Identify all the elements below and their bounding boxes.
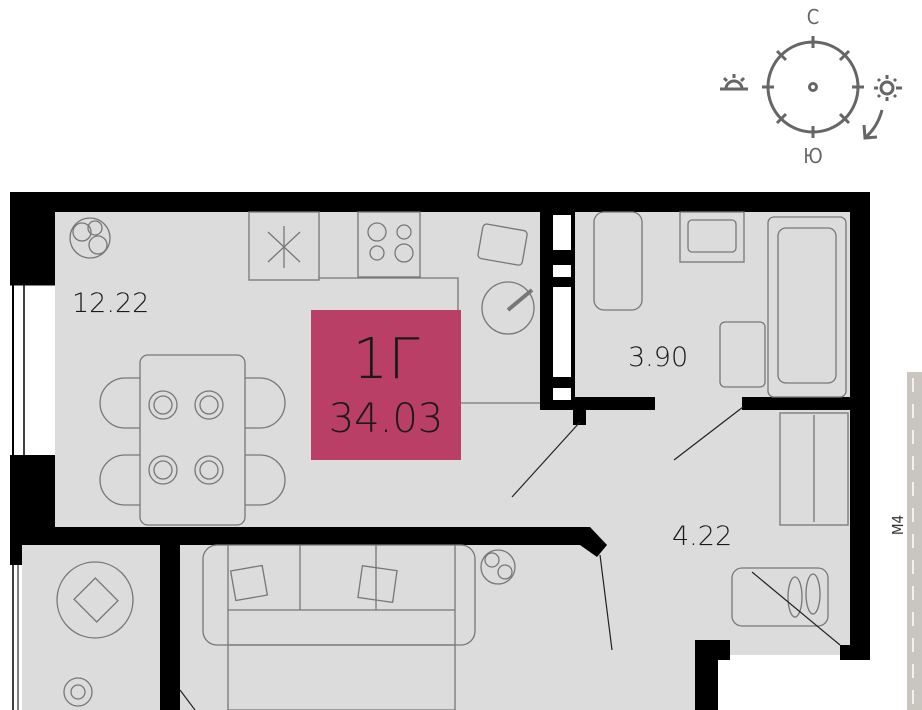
sink <box>481 281 535 335</box>
plant-icon <box>69 217 111 259</box>
wardrobe <box>779 412 849 526</box>
door-swings <box>179 406 841 710</box>
room-area-hallway: 4.22 <box>672 521 732 552</box>
stove <box>357 211 421 278</box>
sunrise-icon <box>720 74 748 91</box>
cutting-board <box>477 223 528 266</box>
road: М4 <box>889 372 922 710</box>
dining-table <box>139 354 246 526</box>
sun-icon <box>874 75 902 101</box>
apartment-badge <box>311 310 461 460</box>
apartment-total-area: 34.03 <box>329 396 444 442</box>
ventilation-shaft <box>553 215 571 400</box>
apartment-type: 1Г <box>353 327 420 392</box>
washbasin <box>679 211 745 263</box>
room-area-bathroom: 3.90 <box>628 342 688 373</box>
toilet <box>593 211 643 311</box>
compass-south-label: Ю <box>803 144 822 168</box>
plant-icon <box>480 549 516 585</box>
rotation-arrow-icon <box>862 109 884 140</box>
fridge <box>248 211 320 281</box>
bathtub <box>767 216 847 398</box>
room-area-kitchen-living: 12.22 <box>72 288 149 319</box>
compass: С Ю <box>720 5 902 168</box>
window <box>10 284 55 710</box>
bath-mat <box>719 321 766 388</box>
walls <box>10 192 870 710</box>
shoe-mat <box>731 567 829 627</box>
compass-north-label: С <box>807 5 820 29</box>
road-label: М4 <box>889 515 907 535</box>
armchair <box>56 561 134 639</box>
floor <box>22 212 850 710</box>
